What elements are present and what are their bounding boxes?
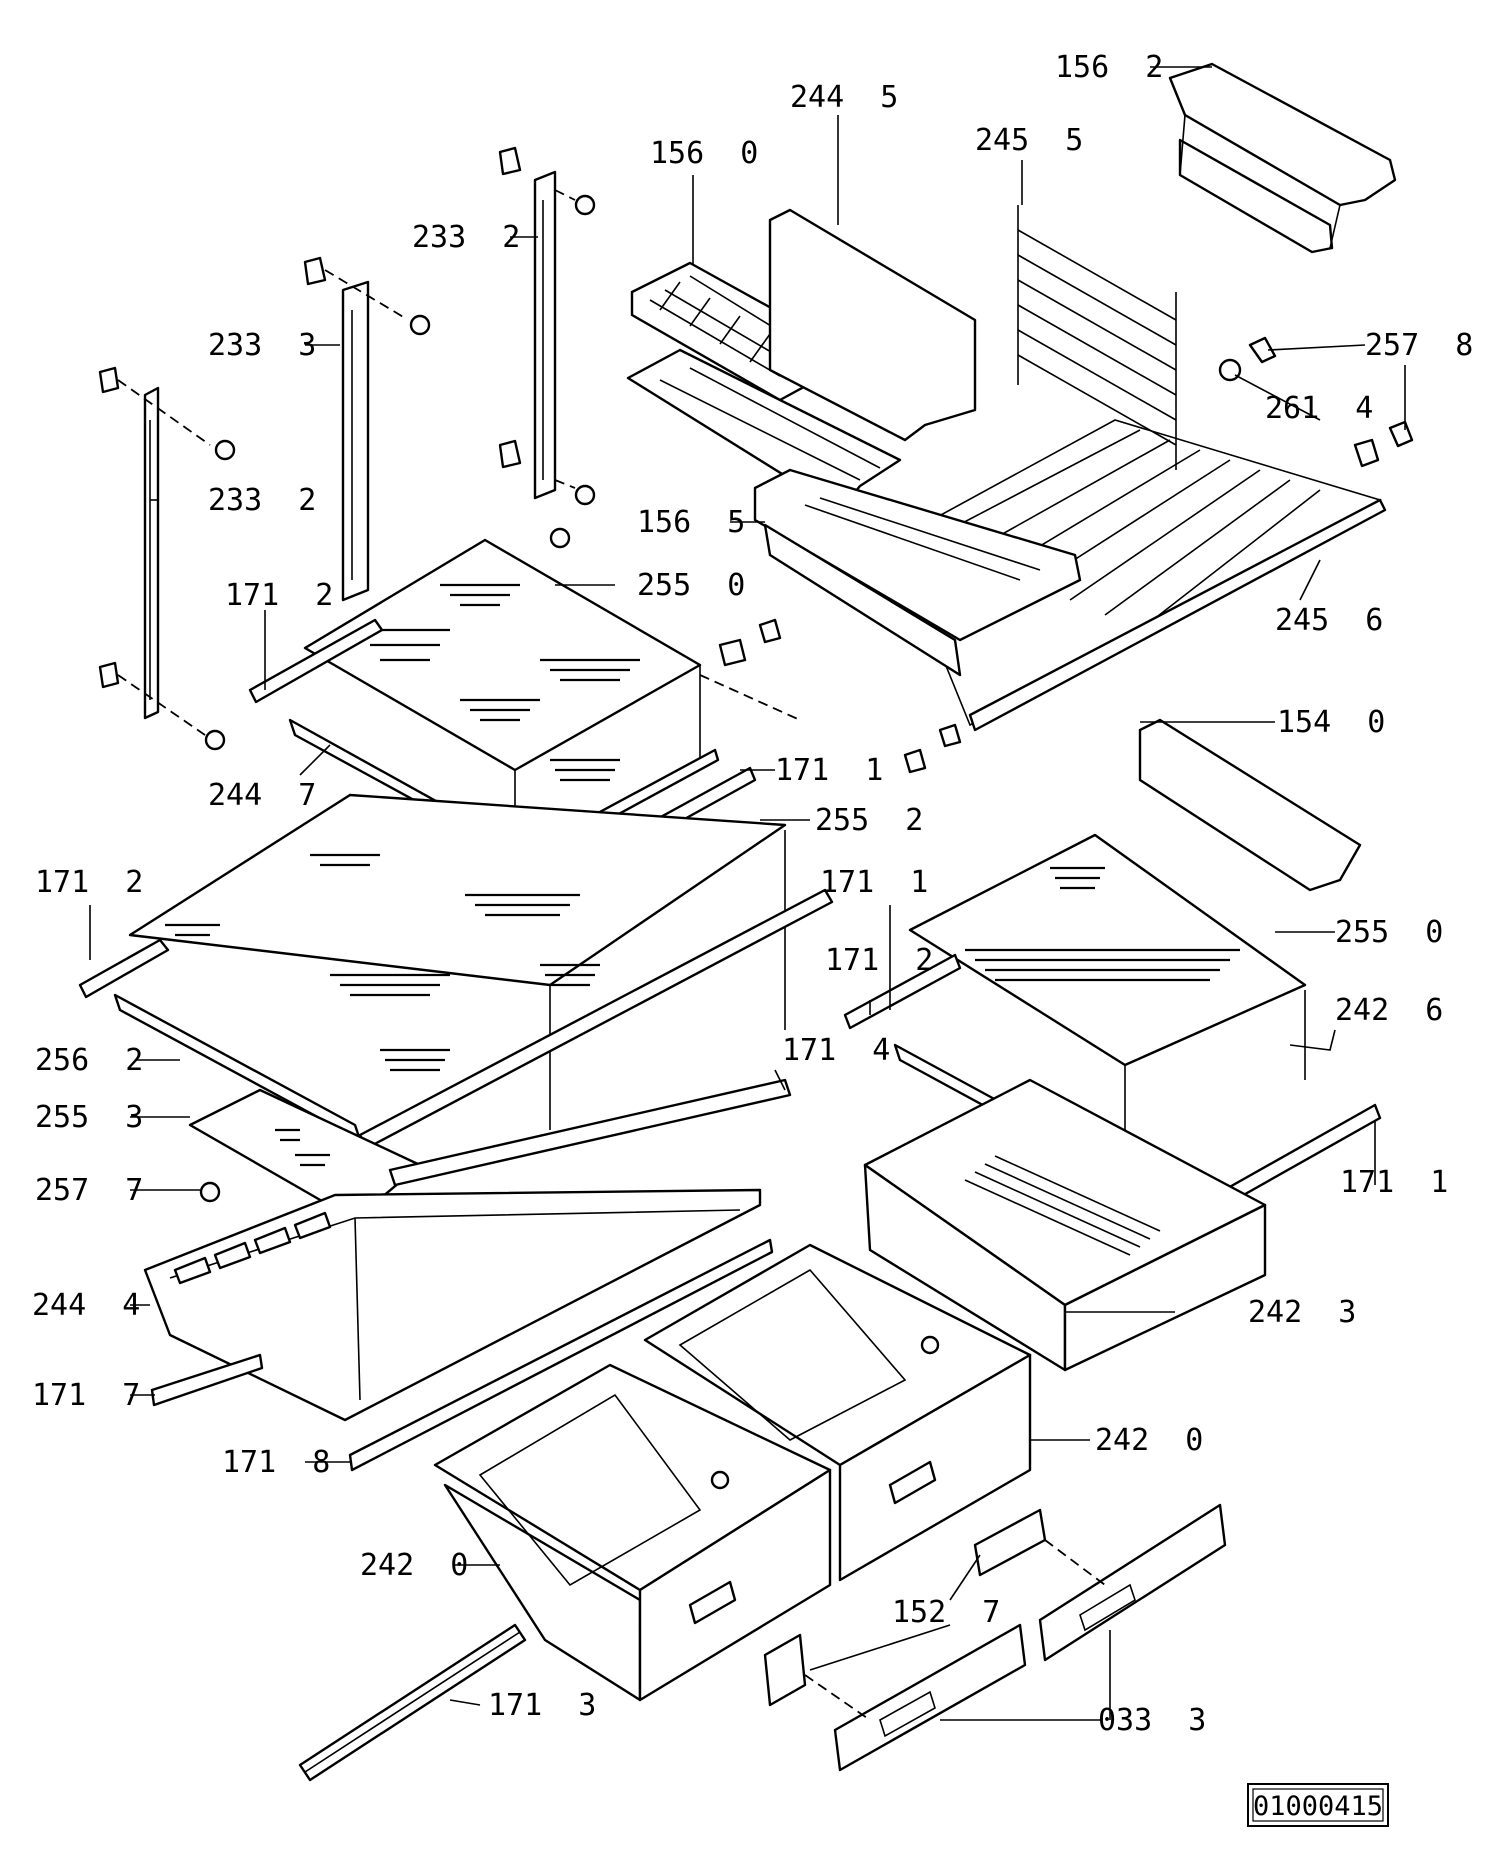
reference-number: 01000415 — [1253, 1791, 1383, 1822]
door-bin-156-2 — [1168, 62, 1397, 254]
part-label: 233 2 — [412, 220, 520, 255]
part-label: 245 5 — [975, 123, 1083, 158]
trim-171-4 — [388, 1078, 792, 1187]
glass-shelf-255-2 — [128, 793, 787, 1072]
shelf-trim-171-2-mid — [78, 938, 170, 999]
part-label: 242 3 — [1248, 1295, 1356, 1330]
shelf-pegs — [718, 618, 962, 774]
part-labels: 156 2 244 5 156 0 245 5 233 2 233 3 257 … — [32, 50, 1473, 1738]
part-label: 257 7 — [35, 1173, 143, 1208]
part-label: 242 0 — [360, 1548, 468, 1583]
rail-171-7 — [150, 1353, 264, 1407]
part-label: 233 2 — [208, 483, 316, 518]
part-label: 154 0 — [1277, 705, 1385, 740]
part-label: 255 2 — [815, 803, 923, 838]
handle-152-7-lower — [763, 1633, 807, 1707]
part-label: 244 4 — [32, 1288, 140, 1323]
part-label: 171 2 — [225, 578, 333, 613]
part-label: 171 2 — [825, 943, 933, 978]
part-label: 152 7 — [892, 1595, 1000, 1630]
part-label: 171 1 — [1340, 1165, 1448, 1200]
part-label: 171 2 — [35, 865, 143, 900]
screw-257-7 — [199, 1181, 221, 1203]
handle-152-7-upper — [973, 1508, 1047, 1577]
crisper-156-5 — [753, 468, 1082, 677]
part-label: 242 0 — [1095, 1423, 1203, 1458]
part-label: 171 4 — [782, 1033, 890, 1068]
ladder-rail-233-3 — [303, 256, 431, 602]
drawer-242-0-front — [433, 1363, 832, 1702]
part-label: 261 4 — [1265, 391, 1373, 426]
part-label: 171 3 — [488, 1688, 596, 1723]
reference-box: 01000415 — [1247, 1783, 1389, 1827]
rail-171-3 — [298, 1623, 527, 1782]
drawer-242-0-rear — [643, 1243, 1032, 1582]
front-panel-033-3-upper — [1038, 1503, 1227, 1662]
ladder-rail-233-2-left — [98, 366, 236, 751]
panel-244-5 — [768, 208, 977, 442]
part-label: 244 7 — [208, 778, 316, 813]
shelf-trim-171-2-upper — [248, 618, 384, 704]
glass-shelf-255-0-right — [908, 833, 1307, 1067]
part-label: 171 8 — [222, 1445, 330, 1480]
part-label: 233 3 — [208, 328, 316, 363]
part-label: 245 6 — [1275, 603, 1383, 638]
leader-lines — [89, 66, 1406, 1721]
part-label: 156 5 — [637, 505, 745, 540]
wire-shelf-245-6 — [893, 419, 1387, 732]
part-label: 242 6 — [1335, 993, 1443, 1028]
part-label: 171 1 — [775, 753, 883, 788]
part-label: 255 0 — [637, 568, 745, 603]
front-panel-033-3-lower — [804, 1623, 1027, 1772]
wire-shelf-245-5 — [1017, 205, 1177, 470]
rail-171-8 — [348, 1238, 774, 1472]
part-label: 257 8 — [1365, 328, 1473, 363]
part-label: 156 2 — [1055, 50, 1163, 85]
part-label: 171 1 — [820, 865, 928, 900]
shelf-cover-154-0 — [1138, 718, 1362, 892]
bushing-261-4 — [1218, 358, 1242, 382]
part-label: 033 3 — [1098, 1703, 1206, 1738]
base-tray-244-4 — [143, 1188, 762, 1422]
part-label: 244 5 — [790, 80, 898, 115]
part-label: 256 2 — [35, 1043, 143, 1078]
part-label: 171 7 — [32, 1378, 140, 1413]
part-label: 255 0 — [1335, 915, 1443, 950]
clip-257-8 — [1248, 336, 1414, 468]
part-label: 156 0 — [650, 136, 758, 171]
ladder-rail-233-2-right — [498, 146, 596, 549]
part-label: 255 3 — [35, 1100, 143, 1135]
shelf-trim-171-2-right — [843, 953, 962, 1030]
crisper-drawer-242-3 — [863, 1078, 1267, 1372]
